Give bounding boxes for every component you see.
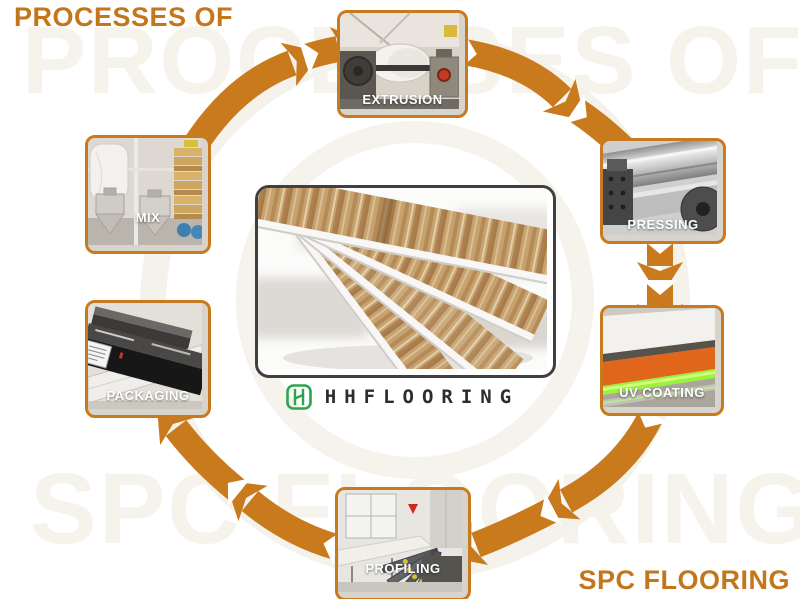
mix-photo-illustration (88, 138, 202, 245)
step-label-packaging: PACKAGING (106, 388, 190, 403)
step-photo-extrusion: EXTRUSION (337, 10, 468, 118)
step-label-extrusion: EXTRUSION (362, 92, 443, 107)
profiling-photo-illustration (338, 490, 462, 592)
step-photo-packaging: PACKAGING (85, 300, 211, 418)
step-label-pressing: PRESSING (627, 217, 699, 232)
arrow-uv-profiling (537, 406, 668, 520)
brand-logo-row: HHFLOORING (255, 384, 550, 410)
arrow-mix-extrusion-tip (298, 27, 370, 75)
hh-knot-icon (285, 384, 312, 410)
hero-flooring-image (255, 185, 556, 378)
flooring-planks-illustration (258, 188, 553, 375)
arrow-uv-profiling-tip (446, 493, 563, 565)
step-photo-mix: MIX (85, 135, 211, 254)
step-photo-profiling: PROFILING (335, 487, 471, 599)
page-title: PROCESSES OF (14, 2, 234, 32)
step-label-uv-coating: UV COATING (619, 385, 705, 400)
step-label-mix: MIX (135, 210, 161, 225)
packaging-photo-illustration (88, 303, 202, 409)
arrow-profiling-packaging (225, 480, 343, 565)
step-label-profiling: PROFILING (365, 561, 441, 576)
step-photo-uv-coating: UV COATING (600, 305, 724, 416)
arrow-extrusion-pressing (459, 33, 585, 121)
step-photo-pressing: PRESSING (600, 138, 726, 244)
footer-title: SPC FLOORING (578, 565, 790, 595)
arrow-profiling-packaging-tip (156, 402, 251, 507)
brand-name: HHFLOORING (324, 386, 520, 408)
